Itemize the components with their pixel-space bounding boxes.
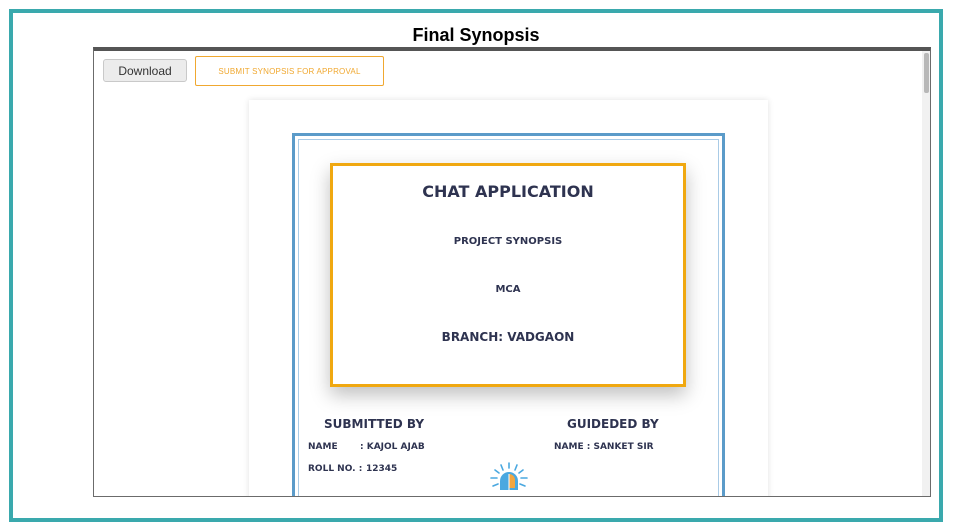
- student-name-value: : KAJOL AJAB: [360, 442, 425, 452]
- roll-no-label: ROLL NO. :: [308, 464, 363, 474]
- synopsis-viewer[interactable]: Download SUBMIT SYNOPSIS FOR APPROVAL CH…: [93, 47, 931, 497]
- submit-synopsis-button[interactable]: SUBMIT SYNOPSIS FOR APPROVAL: [195, 56, 384, 86]
- student-name-label: NAME: [308, 442, 338, 452]
- page-border-inner: [298, 139, 719, 496]
- outer-frame: Final Synopsis Download SUBMIT SYNOPSIS …: [9, 9, 943, 522]
- roll-no-value: 12345: [366, 464, 398, 474]
- project-title: CHAT APPLICATION: [422, 182, 594, 201]
- guide-name: NAME : SANKET SIR: [554, 442, 654, 452]
- guided-by-heading: GUIDEDED BY: [567, 417, 659, 431]
- course-name: MCA: [495, 284, 521, 295]
- page-title: Final Synopsis: [412, 25, 540, 45]
- project-subtitle: PROJECT SYNOPSIS: [453, 236, 563, 247]
- vertical-scrollbar[interactable]: [922, 51, 930, 496]
- title-box: CHAT APPLICATION PROJECT SYNOPSIS MCA BR…: [330, 163, 686, 387]
- submitted-by-heading: SUBMITTED BY: [324, 417, 425, 431]
- scrollbar-thumb[interactable]: [924, 53, 929, 93]
- page-border: [292, 133, 725, 496]
- branch-name: BRANCH: VADGAON: [441, 330, 575, 344]
- document-page: CHAT APPLICATION PROJECT SYNOPSIS MCA BR…: [249, 100, 768, 496]
- brain-lightbulb-icon: [486, 462, 532, 492]
- download-button[interactable]: Download: [103, 59, 187, 82]
